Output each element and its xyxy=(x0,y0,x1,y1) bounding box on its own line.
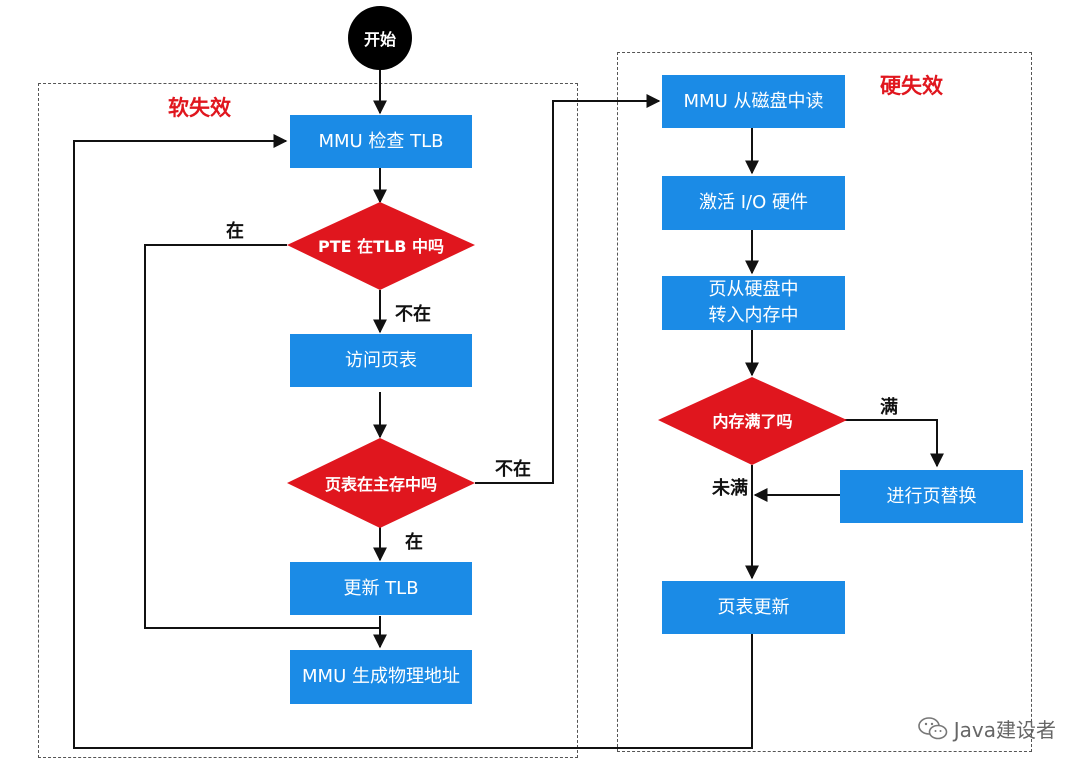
watermark: Java建设者 xyxy=(917,714,1056,743)
diamond-page-table-in-memory xyxy=(287,438,475,528)
diamond-memory-full xyxy=(658,377,847,465)
edge-label-full: 满 xyxy=(880,397,898,418)
wechat-icon xyxy=(917,716,948,739)
diamond-pte-in-tlb xyxy=(287,202,475,290)
node-mmu-generate-pa: MMU 生成物理地址 xyxy=(290,650,472,704)
hard-fault-region xyxy=(617,52,1032,752)
start-circle xyxy=(348,6,412,70)
node-page-table-update: 页表更新 xyxy=(662,581,845,634)
edge-label-in-memory: 在 xyxy=(405,532,423,553)
node-mmu-check-tlb: MMU 检查 TLB xyxy=(290,115,472,168)
node-activate-io: 激活 I/O 硬件 xyxy=(662,176,845,230)
label-page-table-in-memory: 页表在主存中吗 xyxy=(324,475,437,494)
edge-label-not-in-memory: 不在 xyxy=(495,459,531,480)
edge-update-back-to-check xyxy=(73,134,753,749)
soft-fault-title: 软失效 xyxy=(168,96,231,120)
edge-label-in-tlb: 在 xyxy=(226,221,244,242)
edge-full-to-replace xyxy=(845,419,944,468)
edge-label-not-in-tlb: 不在 xyxy=(395,304,431,325)
label-pte-in-tlb: PTE 在TLB 中吗 xyxy=(317,237,445,256)
label-memory-full: 内存满了吗 xyxy=(712,412,793,431)
node-mmu-read-disk: MMU 从磁盘中读 xyxy=(662,75,845,128)
edge-label-not-full: 未满 xyxy=(712,478,748,499)
edge-pt-no-to-disk xyxy=(475,94,661,484)
watermark-text: Java建设者 xyxy=(953,718,1056,742)
node-update-tlb: 更新 TLB xyxy=(290,562,472,615)
hard-fault-title: 硬失效 xyxy=(880,74,943,98)
node-page-replace: 进行页替换 xyxy=(840,470,1023,523)
node-access-page-table: 访问页表 xyxy=(290,334,472,387)
edge-pte-yes-loop xyxy=(144,244,380,629)
node-page-to-memory: 页从硬盘中 转入内存中 xyxy=(662,276,845,330)
start-label: 开始 xyxy=(363,30,396,49)
soft-fault-region xyxy=(38,83,578,758)
